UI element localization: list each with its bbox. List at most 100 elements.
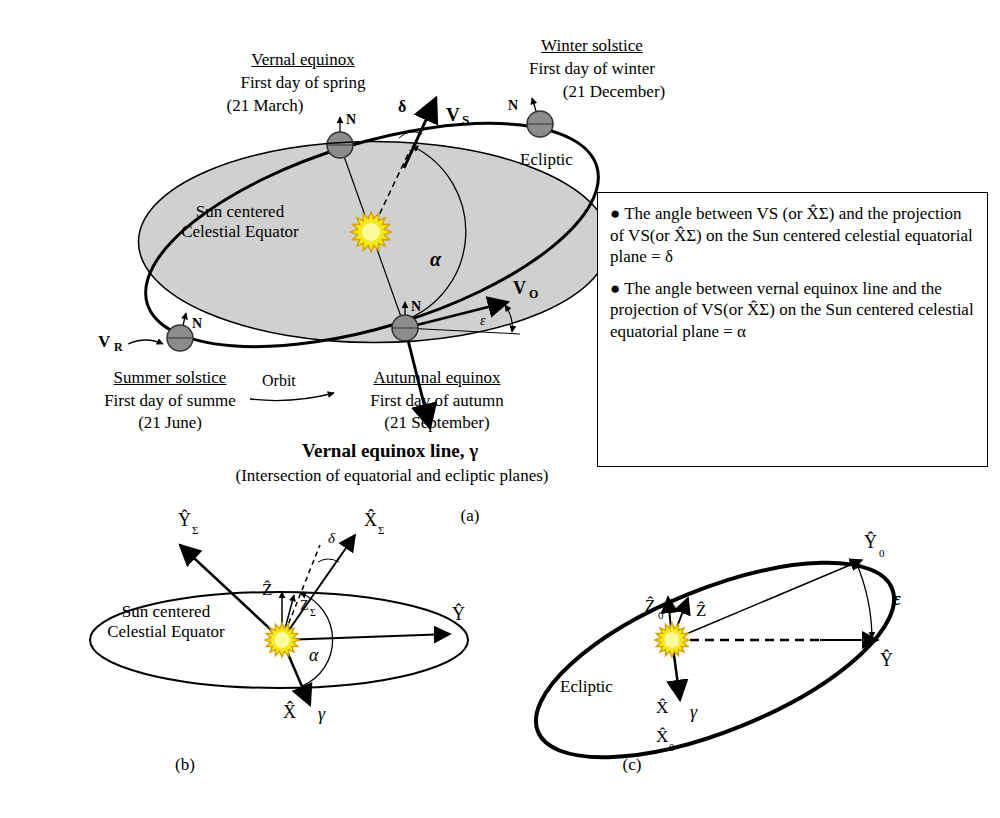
y0-axis	[672, 560, 862, 640]
diagram-label: Σ	[310, 607, 316, 619]
equator-plane-fill	[138, 141, 610, 343]
diagram-label: X̂	[656, 727, 668, 747]
diagram-label: 0	[879, 547, 885, 560]
diagram-label: (a)	[461, 506, 480, 526]
earth-winter	[527, 98, 553, 137]
diagram-label: (21 June)	[138, 413, 202, 433]
earth-equator	[392, 328, 418, 329]
sun-symbol	[265, 623, 299, 657]
x-sigma-axis	[282, 535, 355, 640]
ellipse-shape	[139, 142, 610, 343]
earth-equator	[327, 145, 353, 146]
ecliptic-orbit	[120, 78, 623, 391]
sun-core	[362, 223, 380, 241]
alpha-arc	[300, 593, 333, 686]
definition-text: ● The angle between VS (or X̂Σ) and the …	[610, 203, 975, 268]
earth	[527, 111, 553, 137]
alpha-arc	[403, 146, 466, 321]
vr-arrow	[128, 340, 163, 344]
diagram-label: O	[529, 288, 538, 302]
diagram-label: 0	[669, 741, 675, 754]
definition-text: ● The angle between vernal equinox line …	[610, 278, 975, 343]
region-label: Ecliptic	[560, 677, 640, 697]
orbit-arrow	[250, 393, 334, 401]
diagram-label: Z	[300, 598, 309, 614]
equinox-line	[340, 145, 405, 328]
diagram-label: (21 March)	[227, 96, 304, 116]
diagram-label: Σ	[192, 524, 198, 537]
definition-box: ● The angle between VS (or X̂Σ) and the …	[597, 192, 988, 467]
diagram-label: Orbit	[262, 372, 296, 390]
diagram-label: N	[508, 98, 518, 114]
ecliptic-ellipse: Ecliptic	[520, 585, 910, 735]
sun-core	[664, 632, 679, 647]
diagram-label: R	[114, 341, 123, 355]
delta-arc	[399, 132, 422, 138]
diagram-label: (21 December)	[563, 82, 665, 102]
diagram-label: (b)	[175, 755, 195, 775]
sun-symbol	[351, 212, 391, 252]
equator-tangent	[405, 328, 520, 334]
diagram-label: (21 September)	[384, 413, 489, 433]
earth-summer	[167, 313, 193, 351]
diagram-label: ε	[893, 588, 901, 610]
diagram-label: X̂	[283, 702, 296, 723]
region-label: Sun centered Celestial Equator	[98, 602, 234, 643]
diagram-label: α	[430, 248, 441, 271]
diagram-label: N	[346, 112, 356, 128]
diagram-label: (c)	[623, 755, 642, 775]
diagram-label: α	[309, 645, 318, 666]
ellipse-shape	[511, 523, 918, 798]
diagram-label: S	[462, 113, 469, 128]
earth-equator	[167, 338, 193, 339]
diagram-label: γ	[690, 702, 697, 723]
diagram-label: Winter solstice	[541, 36, 643, 56]
diagram-label: X̂	[364, 510, 377, 531]
earth	[167, 325, 193, 351]
diagram-label: Autumnal equinox	[373, 368, 500, 388]
epsilon-arc	[856, 562, 872, 638]
delta-arc	[318, 559, 339, 562]
diagram-label: Ecliptic	[520, 150, 573, 170]
diagram-label: Ẑ	[645, 596, 655, 616]
diagram-label: Σ	[378, 524, 384, 537]
diagram-label: First day of autumn	[370, 391, 504, 411]
diagram-label: V	[446, 104, 460, 126]
diagram-label: Ŷ	[452, 604, 465, 625]
diagram-label: First day of summe	[104, 391, 236, 411]
earth	[327, 132, 353, 158]
diagram-label: Vernal equinox	[251, 50, 354, 70]
region-label: Sun centered Celestial Equator	[165, 202, 315, 243]
diagram-label: Vernal equinox line, γ	[302, 440, 478, 462]
diagram-label: N	[411, 299, 421, 315]
equator-ellipse: Sun centered Celestial Equator	[88, 590, 470, 690]
diagram-label: Ŷ	[178, 510, 191, 531]
equator-ellipse: Sun centered Celestial Equator	[137, 140, 611, 344]
diagram-label: Ẑ	[262, 580, 272, 600]
diagram-label: (Intersection of equatorial and ecliptic…	[236, 466, 549, 486]
diagram-label: First day of spring	[240, 73, 365, 93]
diagram-label: ε	[480, 313, 486, 329]
y-axis	[820, 639, 878, 641]
sun-core	[274, 632, 289, 647]
diagram-label: Ŷ	[864, 532, 877, 553]
diagram-label: Summer solstice	[114, 368, 227, 388]
earth	[392, 315, 418, 341]
diagram-label: δ	[398, 98, 406, 116]
diagram-label: Ẑ	[696, 601, 706, 621]
ellipse-outline	[520, 585, 910, 735]
diagram-label: Ŷ	[880, 650, 893, 671]
diagram-label: V	[98, 332, 110, 352]
ellipse-shape	[90, 592, 468, 688]
diagram-label: γ	[318, 704, 325, 725]
ellipse-outline	[137, 140, 611, 344]
diagram-label: N	[192, 316, 202, 332]
diagram-label: V	[513, 278, 526, 299]
diagram-label: First day of winter	[529, 59, 655, 79]
diagram-label: 0	[658, 609, 664, 622]
epsilon-arc	[505, 305, 512, 332]
diagram-label: X̂	[656, 698, 668, 718]
y-projection-dashed	[690, 639, 820, 642]
diagram-label: δ	[328, 530, 335, 547]
